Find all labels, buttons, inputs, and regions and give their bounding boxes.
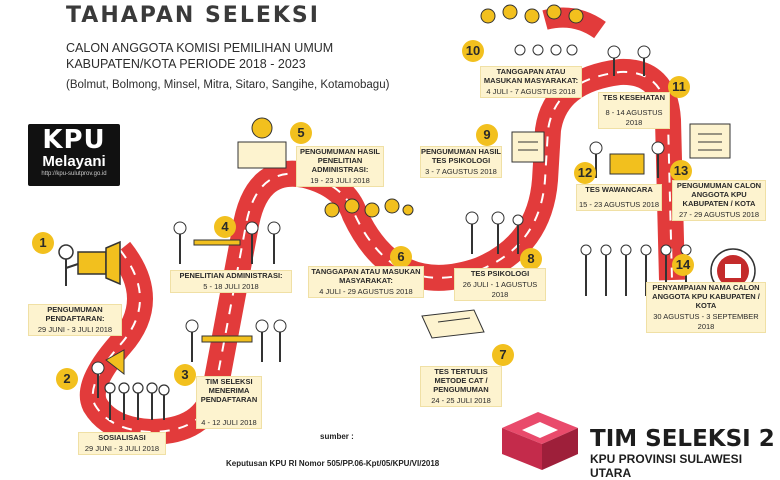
stage-14-number: 14 (672, 254, 694, 276)
stage-6-box: TANGGAPAN ATAU MASUKAN MASYARAKAT: 4 JUL… (308, 266, 424, 298)
stage-14-date: 30 AGUSTUS - 3 SEPTEMBER 2018 (653, 312, 759, 331)
stage-9-number: 9 (476, 124, 498, 146)
logo-melayani-text: Melayani (42, 153, 106, 170)
stage-9-date: 3 - 7 AGUSTUS 2018 (425, 167, 497, 176)
stage-10-box: TANGGAPAN ATAU MASUKAN MASYARAKAT: 4 JUL… (480, 66, 582, 98)
stage-8-date: 26 JULI - 1 AGUSTUS 2018 (462, 280, 538, 299)
crowd-illustration (104, 382, 170, 420)
clipboard-icon (511, 131, 545, 163)
admin-check-illustration (173, 221, 281, 264)
stage-4-date: 5 - 18 JULI 2018 (203, 282, 259, 291)
source-text: Keputusan KPU RI Nomor 505/PP.06-Kpt/05/… (226, 459, 440, 468)
stage-2-number: 2 (56, 368, 78, 390)
stage-12-box: TES WAWANCARA 15 - 23 AGUSTUS 2018 (576, 184, 662, 211)
subtitle-line-2: KABUPATEN/KOTA PERIODE 2018 - 2023 (66, 57, 306, 71)
team-title: TIM SELEKSI 2 (590, 426, 775, 452)
regions-list: (Bolmut, Bolmong, Minsel, Mitra, Sitaro,… (66, 79, 390, 91)
stage-4-number: 4 (214, 216, 236, 238)
stage-1-label: PENGUMUMAN PENDAFTARAN: (45, 305, 105, 323)
registration-desk-illustration (185, 319, 287, 362)
page-title: TAHAPAN SELEKSI (66, 3, 320, 28)
logo-url-text: http://kpu-sulutprov.go.id (41, 171, 107, 177)
stage-5-label: PENGUMUMAN HASIL PENELITIAN ADMINISTRASI… (300, 147, 380, 174)
stage-7-label: TES TERTULIS METODE CAT / PENGUMUMAN (433, 367, 489, 394)
stage-7-date: 24 - 25 JULI 2018 (431, 396, 491, 405)
stage-5-number: 5 (290, 122, 312, 144)
stage-3-label: TIM SELEKSI MENERIMA PENDAFTARAN (200, 377, 258, 404)
tim-seleksi-logo (502, 412, 578, 470)
stage-3-box: TIM SELEKSI MENERIMA PENDAFTARAN 4 - 12 … (196, 376, 262, 429)
stage-9-box: PENGUMUMAN HASIL TES PSIKOLOGI 3 - 7 AGU… (420, 146, 502, 178)
stage-13-label: PENGUMUMAN CALON ANGGOTA KPU KABUPATEN /… (676, 181, 762, 208)
checklist-icon (689, 123, 731, 159)
stage-14-label: PENYAMPAIAN NAMA CALON ANGGOTA KPU KABUP… (652, 283, 760, 310)
written-test-illustration (421, 309, 485, 339)
stage-3-date: 4 - 12 JULI 2018 (201, 418, 257, 427)
stage-1-box: PENGUMUMAN PENDAFTARAN: 29 JUNI - 3 JULI… (28, 304, 122, 336)
health-check-illustration (607, 45, 651, 76)
interview-illustration (589, 141, 665, 178)
stage-4-label: PENELITIAN ADMINISTRASI: (179, 271, 283, 280)
announcement-board-illustration (237, 117, 287, 169)
stage-2-label: SOSIALISASI (98, 433, 146, 442)
stage-5-date: 19 - 23 JULI 2018 (310, 176, 370, 185)
thumbs-up-icons-top (480, 4, 584, 24)
stage-12-label: TES WAWANCARA (585, 185, 653, 194)
source-label: sumber : (320, 432, 354, 441)
psychology-test-illustration (465, 211, 524, 254)
stage-8-number: 8 (520, 248, 542, 270)
stage-5-box: PENGUMUMAN HASIL PENELITIAN ADMINISTRASI… (296, 146, 384, 187)
stage-2-box: SOSIALISASI 29 JUNI - 3 JULI 2018 (78, 432, 166, 455)
stage-7-box: TES TERTULIS METODE CAT / PENGUMUMAN 24 … (420, 366, 502, 407)
stage-11-box: TES KESEHATAN 8 - 14 AGUSTUS 2018 (598, 92, 670, 129)
stage-6-label: TANGGAPAN ATAU MASUKAN MASYARAKAT: (311, 267, 421, 285)
stage-8-label: TES PSIKOLOGI (470, 269, 530, 278)
stage-13-box: PENGUMUMAN CALON ANGGOTA KPU KABUPATEN /… (672, 180, 766, 221)
stage-10-label: TANGGAPAN ATAU MASUKAN MASYARAKAT: (483, 67, 579, 85)
stage-6-number: 6 (390, 246, 412, 268)
sosialisasi-illustration (91, 349, 125, 398)
stage-8-box: TES PSIKOLOGI 26 JULI - 1 AGUSTUS 2018 (454, 268, 546, 301)
stage-2-date: 29 JUNI - 3 JULI 2018 (84, 444, 160, 453)
team-subtitle: KPU PROVINSI SULAWESI UTARA (590, 452, 743, 480)
stage-6-date: 4 JULI - 29 AGUSTUS 2018 (319, 287, 413, 296)
stage-11-label: TES KESEHATAN (602, 93, 666, 102)
stage-10-number: 10 (462, 40, 484, 62)
logo-kpu-text: KPU (42, 125, 106, 155)
stage-4-box: PENELITIAN ADMINISTRASI: 5 - 18 JULI 201… (170, 270, 292, 293)
stage-12-number: 12 (574, 162, 596, 184)
crowd-illustration-top (514, 44, 578, 56)
stage-13-number: 13 (670, 160, 692, 182)
stage-11-date: 8 - 14 AGUSTUS 2018 (605, 108, 663, 127)
stage-9-label: PENGUMUMAN HASIL TES PSIKOLOGI (421, 147, 501, 165)
stage-7-number: 7 (492, 344, 514, 366)
stage-1-date: 29 JUNI - 3 JULI 2018 (37, 325, 113, 334)
megaphone-illustration (58, 240, 121, 286)
kpu-melayani-logo: KPU Melayani http://kpu-sulutprov.go.id (28, 124, 120, 186)
stage-14-box: PENYAMPAIAN NAMA CALON ANGGOTA KPU KABUP… (646, 282, 766, 333)
stage-3-number: 3 (174, 364, 196, 386)
stage-12-date: 15 - 23 AGUSTUS 2018 (578, 200, 660, 209)
stage-10-date: 4 JULI - 7 AGUSTUS 2018 (486, 87, 576, 96)
subtitle-line-1: CALON ANGGOTA KOMISI PEMILIHAN UMUM (66, 41, 334, 55)
stage-11-number: 11 (668, 76, 690, 98)
stage-13-date: 27 - 29 AGUSTUS 2018 (678, 210, 760, 219)
stage-1-number: 1 (32, 232, 54, 254)
thumbs-up-icons (324, 198, 414, 218)
